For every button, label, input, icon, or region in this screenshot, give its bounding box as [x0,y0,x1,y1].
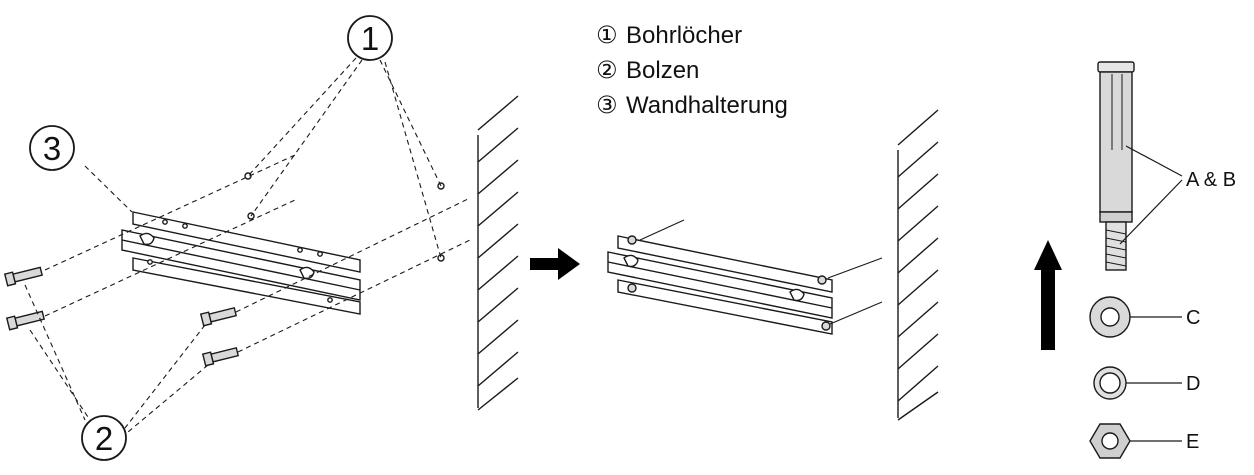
legend-number: ① [596,22,618,49]
wall-bracket-left [121,211,361,315]
bolt-parts [1034,61,1183,459]
mounted-guide-lines [639,219,883,325]
wall-bracket-mounted [607,235,833,335]
guide-lines [24,57,471,433]
wall-right [897,109,939,421]
legend-label: Wandhalterung [626,92,788,119]
bolt-1 [3,266,43,287]
ab-leader-lines [1119,145,1183,245]
right-arrow-icon [530,248,580,280]
anchor-bolt [1097,61,1135,271]
bolt-4 [201,346,240,367]
callout-3 [29,125,75,171]
drill-holes [244,172,445,262]
bolt-2 [5,310,45,331]
legend-item-bolts: ② Bolzen [596,53,788,88]
legend-label: Bohrlöcher [626,22,743,49]
bolts [3,266,240,367]
callout-1 [347,15,393,61]
callout-3-label: 3 [43,130,61,167]
washer-c-icon [1089,296,1182,338]
legend-item-drill-holes: ① Bohrlöcher [596,18,788,53]
legend: ① Bohrlöcher ② Bolzen ③ Wandhalterung [596,18,788,123]
washer-d-icon [1093,366,1182,400]
legend-number: ③ [596,92,618,119]
callout-2-label: 2 [95,420,113,457]
legend-label: Bolzen [626,57,700,84]
part-e-label: E [1186,431,1199,453]
part-ab-label: A & B [1186,169,1236,191]
up-arrow-icon [1034,240,1062,350]
part-c-label: C [1186,307,1200,329]
legend-item-wall-mount: ③ Wandhalterung [596,88,788,123]
exploded-view [3,15,519,461]
part-d-label: D [1186,373,1200,395]
hex-nut-e-icon [1089,423,1182,459]
wall-left [477,95,519,411]
callout-1-label: 1 [361,20,379,57]
callout-2 [81,415,127,461]
bolt-3 [199,306,238,327]
mounted-view [607,109,939,421]
legend-number: ② [596,57,618,84]
